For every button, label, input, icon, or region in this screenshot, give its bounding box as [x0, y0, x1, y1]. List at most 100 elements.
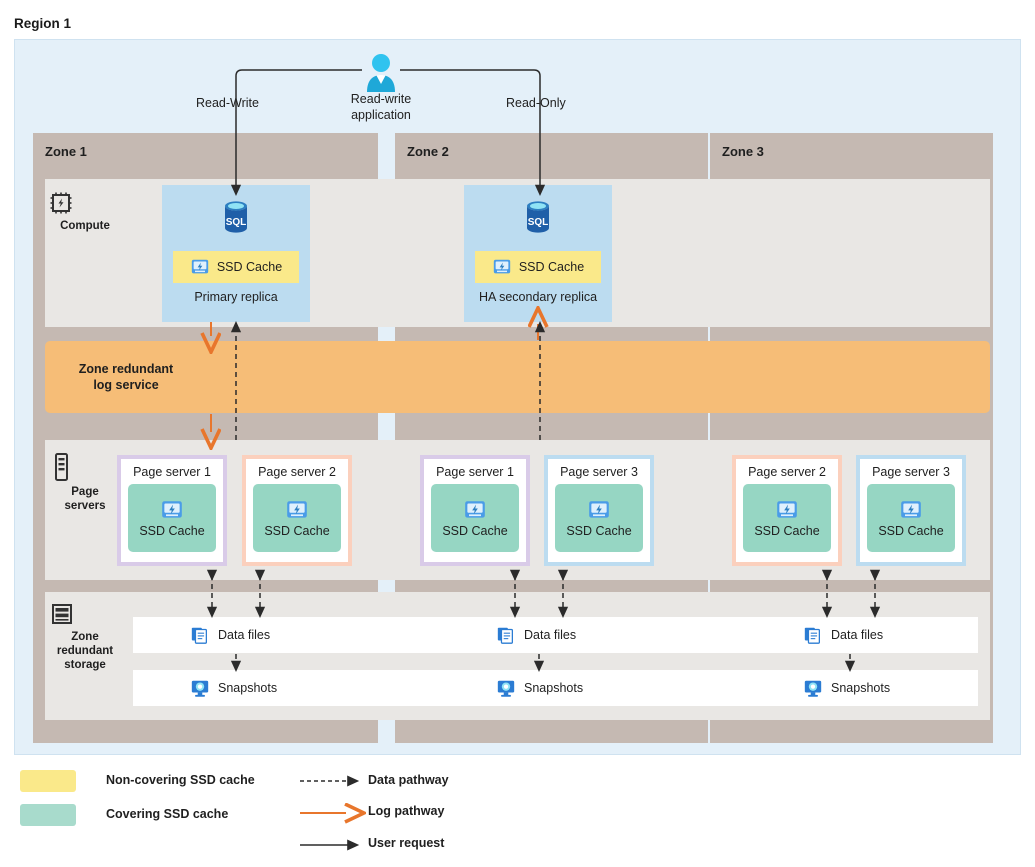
server-rack-icon: [48, 452, 122, 482]
snapshots-label: Snapshots: [218, 681, 278, 695]
svg-text:SQL: SQL: [528, 217, 549, 228]
cpu-chip-icon: [48, 190, 122, 216]
snapshots-label: Snapshots: [524, 681, 584, 695]
snapshots-label: Snapshots: [831, 681, 891, 695]
snapshots-row: Snapshots Snapshots Snapshots: [133, 670, 978, 706]
zone-header-2: Zone 2: [395, 133, 708, 172]
data-files-cell[interactable]: Data files: [803, 617, 883, 653]
legend-line-samples: [300, 775, 378, 851]
page-server-name: Page server 3: [872, 465, 950, 479]
ssd-cache-label: SSD Cache: [442, 524, 508, 538]
snapshots-cell[interactable]: Snapshots: [496, 670, 583, 706]
zone-redundant-log-service: Zone redundant log service: [45, 341, 990, 413]
snapshots-icon: [496, 678, 516, 698]
application-label: Read-write application: [336, 91, 426, 123]
page-server-card[interactable]: Page server 2 SSD Cache: [732, 455, 842, 566]
legend-label-non-covering: Non-covering SSD cache: [106, 773, 255, 787]
snapshots-cell[interactable]: Snapshots: [803, 670, 890, 706]
ssd-cache-box: SSD Cache: [743, 484, 831, 552]
data-files-icon: [190, 625, 210, 645]
ssd-cache-label: SSD Cache: [264, 524, 330, 538]
ssd-cache-icon: [285, 498, 309, 522]
page-server-card[interactable]: Page server 3 SSD Cache: [544, 455, 654, 566]
log-service-label-line2: log service: [93, 378, 159, 392]
rail-storage-line1: Zone: [71, 631, 99, 643]
rail-storage: Zone redundant storage: [48, 601, 122, 672]
ssd-cache-box: SSD Cache: [128, 484, 216, 552]
user-icon: [364, 52, 398, 92]
ssd-cache-label: SSD Cache: [878, 524, 944, 538]
log-service-label: Zone redundant log service: [67, 361, 185, 393]
ssd-cache-icon: [463, 498, 487, 522]
ssd-cache-label: SSD Cache: [139, 524, 205, 538]
rail-page-servers-label: Page servers: [48, 485, 122, 513]
snapshots-icon: [190, 678, 210, 698]
data-files-row: Data files Data files Data files: [133, 617, 978, 653]
log-service-label-line1: Zone redundant: [78, 362, 174, 376]
ssd-cache-icon: [587, 498, 611, 522]
data-files-cell[interactable]: Data files: [190, 617, 270, 653]
zone-label: Zone 1: [45, 144, 87, 159]
rail-storage-line3: storage: [64, 659, 106, 671]
rail-page-servers: Page servers: [48, 452, 122, 513]
primary-replica-card[interactable]: SQL SSD Cache Primary replica: [162, 185, 310, 322]
ssd-cache-badge: SSD Cache: [475, 251, 601, 283]
data-files-label: Data files: [831, 628, 884, 642]
ssd-cache-icon: [160, 498, 184, 522]
replica-name: Primary replica: [194, 290, 278, 304]
page-server-name: Page server 3: [560, 465, 638, 479]
ssd-cache-label: SSD Cache: [216, 260, 283, 274]
ssd-cache-icon: [492, 257, 512, 277]
rail-compute-label: Compute: [60, 220, 110, 232]
ssd-cache-box: SSD Cache: [555, 484, 643, 552]
sql-database-icon: SQL: [218, 197, 254, 243]
zone-label: Zone 2: [407, 144, 449, 159]
ssd-cache-box: SSD Cache: [431, 484, 519, 552]
ssd-cache-icon: [190, 257, 210, 277]
application-label-line1: Read-write: [350, 92, 412, 106]
rail-storage-label: Zone redundant storage: [48, 630, 122, 672]
page-title: Region 1: [14, 16, 72, 31]
legend-label-user-request: User request: [368, 836, 445, 850]
rail-compute: Compute: [48, 190, 122, 233]
legend-swatch-covering: [20, 804, 76, 826]
page-server-name: Page server 2: [258, 465, 336, 479]
data-files-label: Data files: [524, 628, 577, 642]
data-files-cell[interactable]: Data files: [496, 617, 576, 653]
ssd-cache-box: SSD Cache: [253, 484, 341, 552]
page-server-card[interactable]: Page server 2 SSD Cache: [242, 455, 352, 566]
page-server-name: Page server 2: [748, 465, 826, 479]
ssd-cache-label: SSD Cache: [566, 524, 632, 538]
ssd-cache-box: SSD Cache: [867, 484, 955, 552]
ssd-cache-icon: [899, 498, 923, 522]
ssd-cache-badge: SSD Cache: [173, 251, 299, 283]
ssd-cache-label: SSD Cache: [754, 524, 820, 538]
svg-text:SQL: SQL: [226, 217, 247, 228]
rail-page-servers-line2: servers: [64, 500, 106, 512]
data-files-icon: [803, 625, 823, 645]
page-server-card[interactable]: Page server 1 SSD Cache: [117, 455, 227, 566]
page-server-name: Page server 1: [133, 465, 211, 479]
ha-secondary-replica-card[interactable]: SQL SSD Cache HA secondary replica: [464, 185, 612, 322]
sql-database-icon: SQL: [520, 197, 556, 243]
rail-storage-line2: redundant: [56, 645, 114, 657]
zone-header-3: Zone 3: [710, 133, 993, 172]
zone-label: Zone 3: [722, 144, 764, 159]
read-only-label: Read-Only: [506, 96, 566, 110]
legend-label-log-pathway: Log pathway: [368, 804, 445, 818]
storage-stack-icon: [48, 601, 122, 627]
legend-swatch-non-covering: [20, 770, 76, 792]
ssd-cache-label: SSD Cache: [518, 260, 585, 274]
snapshots-cell[interactable]: Snapshots: [190, 670, 277, 706]
page-server-card[interactable]: Page server 1 SSD Cache: [420, 455, 530, 566]
zone-header-1: Zone 1: [33, 133, 378, 172]
page-server-card[interactable]: Page server 3 SSD Cache: [856, 455, 966, 566]
snapshots-icon: [803, 678, 823, 698]
rail-page-servers-line1: Page: [71, 486, 99, 498]
legend: Non-covering SSD cache Covering SSD cach…: [18, 766, 1018, 861]
page-server-name: Page server 1: [436, 465, 514, 479]
legend-label-data-pathway: Data pathway: [368, 773, 449, 787]
data-files-icon: [496, 625, 516, 645]
ssd-cache-icon: [775, 498, 799, 522]
replica-name: HA secondary replica: [478, 290, 598, 304]
